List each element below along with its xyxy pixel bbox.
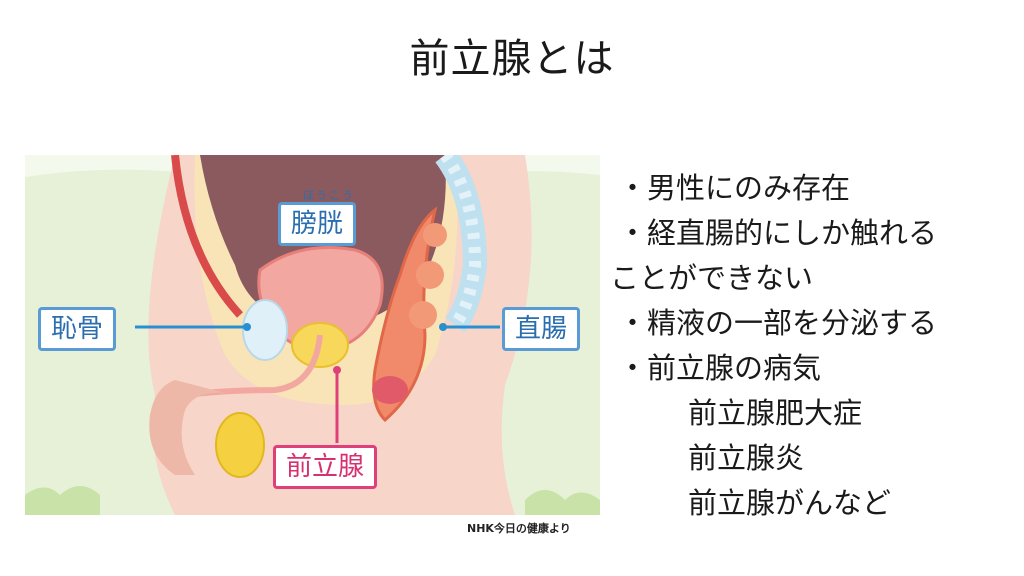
anatomy-figure: ぼうこう 膀胱 恥骨 直腸 前立腺 [25, 155, 600, 515]
sub-bullet-item: 前立腺炎 [688, 441, 805, 475]
sub-bullet-item: 前立腺肥大症 [688, 396, 863, 430]
pubis-label: 恥骨 [38, 307, 117, 351]
bullet-item-continuation: ことができない [610, 261, 814, 295]
image-credit: NHK今日の健康より [467, 522, 571, 535]
bladder-label: 膀胱 [278, 202, 357, 246]
rectum-label: 直腸 [502, 307, 581, 351]
bladder-ruby: ぼうこう [303, 189, 355, 202]
bullet-item: ・経直腸的にしか触れる [618, 216, 938, 250]
slide-title: 前立腺とは [409, 36, 615, 82]
sub-bullet-item: 前立腺がんなど [688, 486, 892, 520]
bullet-item: ・男性にのみ存在 [618, 171, 851, 205]
bullet-item: ・前立腺の病気 [618, 351, 822, 385]
bullet-item: ・精液の一部を分泌する [618, 306, 938, 340]
prostate-label: 前立腺 [273, 445, 378, 489]
bullet-list: ・男性にのみ存在 ・経直腸的にしか触れる ことができない ・精液の一部を分泌する… [610, 166, 938, 526]
